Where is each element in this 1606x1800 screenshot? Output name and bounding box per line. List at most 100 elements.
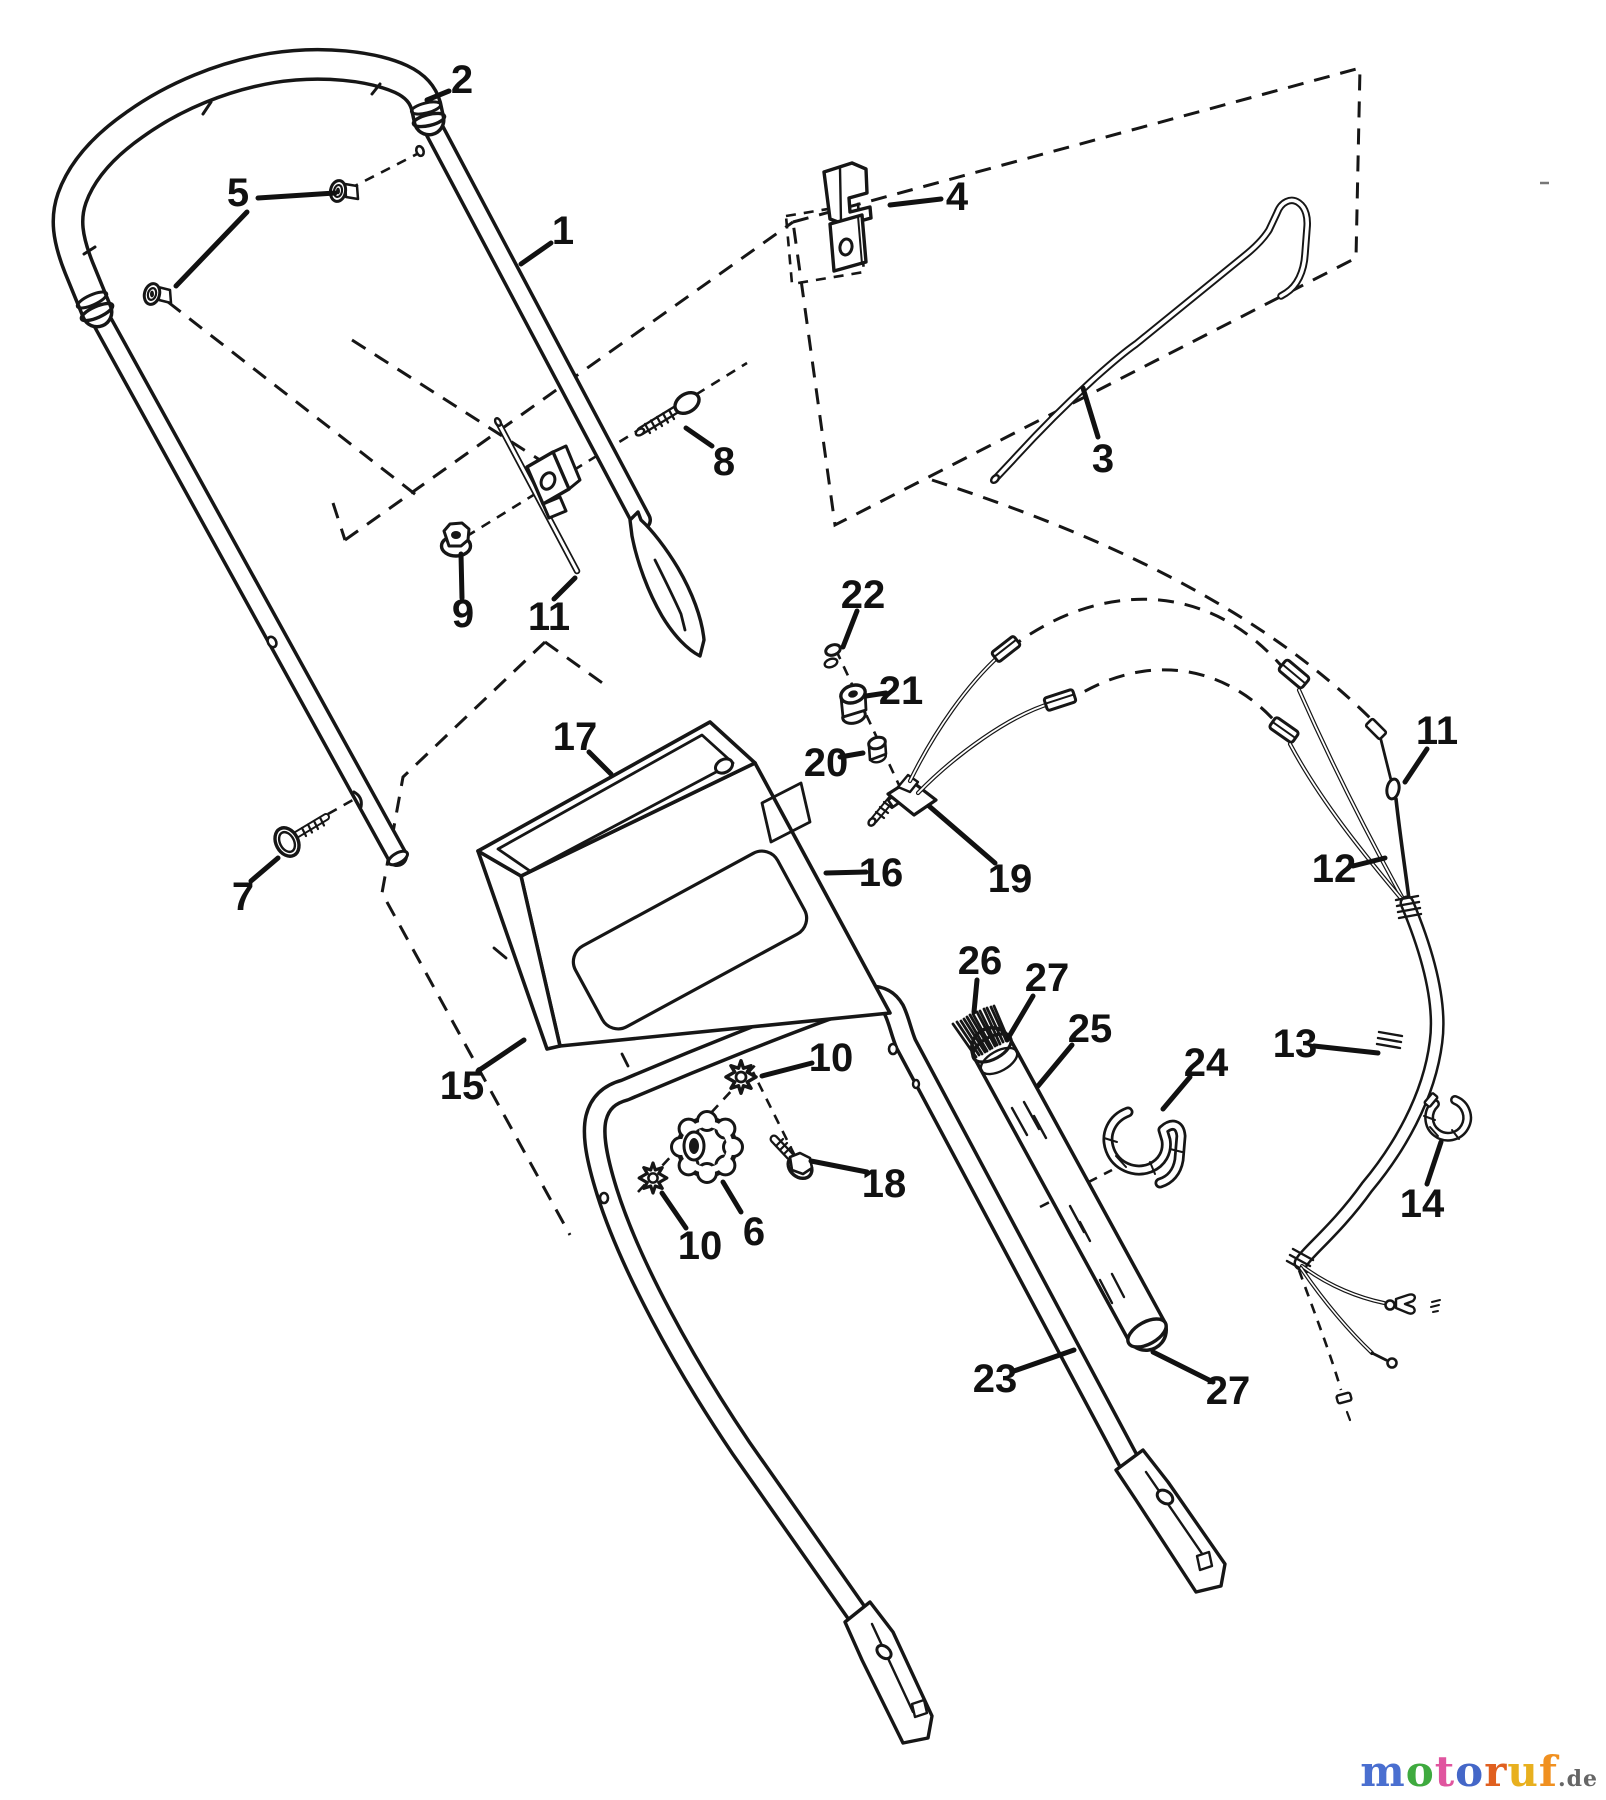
leader-line-21 [863,690,889,699]
leader-line-24 [1160,1074,1193,1112]
leader-line-27b [1150,1349,1216,1385]
handle-bracket-end-right [1114,1448,1227,1594]
part-label-12: 12 [1312,847,1388,891]
leader-line-25 [1035,1042,1075,1089]
part-number-10b: 10 [678,1224,723,1268]
control-console [476,720,892,1051]
part-label-24: 24 [1160,1041,1229,1112]
part-label-25: 25 [1035,1007,1113,1089]
part-label-9: 9 [452,551,474,636]
part-number-14: 14 [1400,1182,1445,1226]
part-label-18: 18 [808,1158,907,1206]
leader-line-10a [759,1060,815,1079]
leader-line-11a [551,575,578,602]
part-number-1: 1 [552,209,574,253]
watermark-letter: t [1434,1747,1456,1796]
part-number-6: 6 [743,1210,765,1254]
part-number-10a: 10 [809,1036,854,1080]
leader-line-1 [518,240,554,267]
watermark-letter: o [1455,1747,1485,1796]
part-label-4: 4 [887,175,969,219]
leader-line-23 [1011,1347,1077,1374]
leader-line-27a [1004,993,1036,1043]
part-number-9: 9 [452,592,474,636]
watermark-letter: f [1538,1747,1558,1796]
small-connector [1364,717,1388,741]
leader-line-12 [1350,855,1388,869]
watermark-letter: m [1360,1747,1406,1796]
part-number-27b: 27 [1206,1369,1251,1413]
switch-and-spacers [823,635,1078,827]
part-number-20: 20 [804,741,849,785]
grip-tube-assembly [951,1004,1168,1352]
part-number-11a: 11 [528,595,570,639]
part-label-1: 1 [518,209,574,267]
watermark-suffix: .de [1557,1766,1598,1792]
part-label-11a: 11 [528,575,578,639]
part-label-6: 6 [720,1179,765,1254]
part-number-21: 21 [879,669,924,713]
leader-line-26 [971,977,980,1015]
leader-line-15 [475,1037,527,1074]
crossbar-assembly [439,391,701,575]
leader-line-22 [840,608,860,650]
leader-line-20 [837,750,866,760]
spade-connector [990,635,1022,663]
part-number-15: 15 [440,1064,485,1108]
part-label-10a: 10 [759,1036,854,1080]
leader-line-9 [458,551,465,601]
part-label-5: 5 [173,171,338,289]
inline-terminal-11 [1385,777,1401,801]
cable-harness [1268,658,1473,1422]
spade-connector [1042,688,1078,712]
part-label-19: 19 [926,803,1032,901]
spacer-20 [867,735,888,764]
bullet-connector [1268,716,1300,744]
part-label-8: 8 [683,425,735,484]
leader-line-4 [887,196,944,208]
watermark-logo: motoruf.de [1360,1747,1598,1796]
watermark-letter: u [1507,1747,1539,1796]
part-number-16: 16 [859,851,904,895]
interlock-switch-19 [867,773,938,827]
part-number-17: 17 [553,715,598,759]
leader-line-18 [808,1158,870,1175]
leader-line-14 [1424,1139,1444,1187]
carriage-bolt-7 [273,813,330,858]
part-label-15: 15 [440,1037,527,1108]
knob-6 [670,1110,744,1184]
part-label-13: 13 [1273,1022,1381,1066]
part-label-23: 23 [973,1347,1077,1401]
cap-22 [824,643,842,657]
fork-terminal [1394,1293,1416,1315]
wire-end-terminal [1335,1391,1353,1405]
star-washer-lower [637,1161,669,1195]
part-label-10b: 10 [659,1190,723,1268]
rivet-fasteners-5 [142,179,360,306]
star-washer-upper [724,1059,758,1095]
flange-nut-9 [439,521,473,558]
part-number-5: 5 [227,171,249,215]
part-number-27a: 27 [1025,956,1070,1000]
part-label-22: 22 [840,573,885,650]
bushing-21 [839,683,868,725]
leader-line-5 [255,190,338,201]
part-label-7: 7 [232,855,281,919]
rod-part-3 [989,196,1311,485]
cable-clip-24 [1102,1106,1187,1189]
leader-line-2 [424,88,452,103]
part-label-27a: 27 [1004,956,1070,1043]
part-number-18: 18 [862,1162,907,1206]
carriage-bolt-8 [634,391,701,437]
tube-hatch-marks [1010,1100,1126,1305]
part-label-27b: 27 [1150,1349,1251,1413]
part-number-4: 4 [946,175,969,219]
part-number-8: 8 [713,440,735,484]
leader-line-10b [659,1190,689,1231]
cable-wrap-bands [1285,894,1423,1274]
part-number-25: 25 [1068,1007,1113,1051]
part-number-13: 13 [1273,1022,1318,1066]
part-number-7: 7 [232,875,254,919]
